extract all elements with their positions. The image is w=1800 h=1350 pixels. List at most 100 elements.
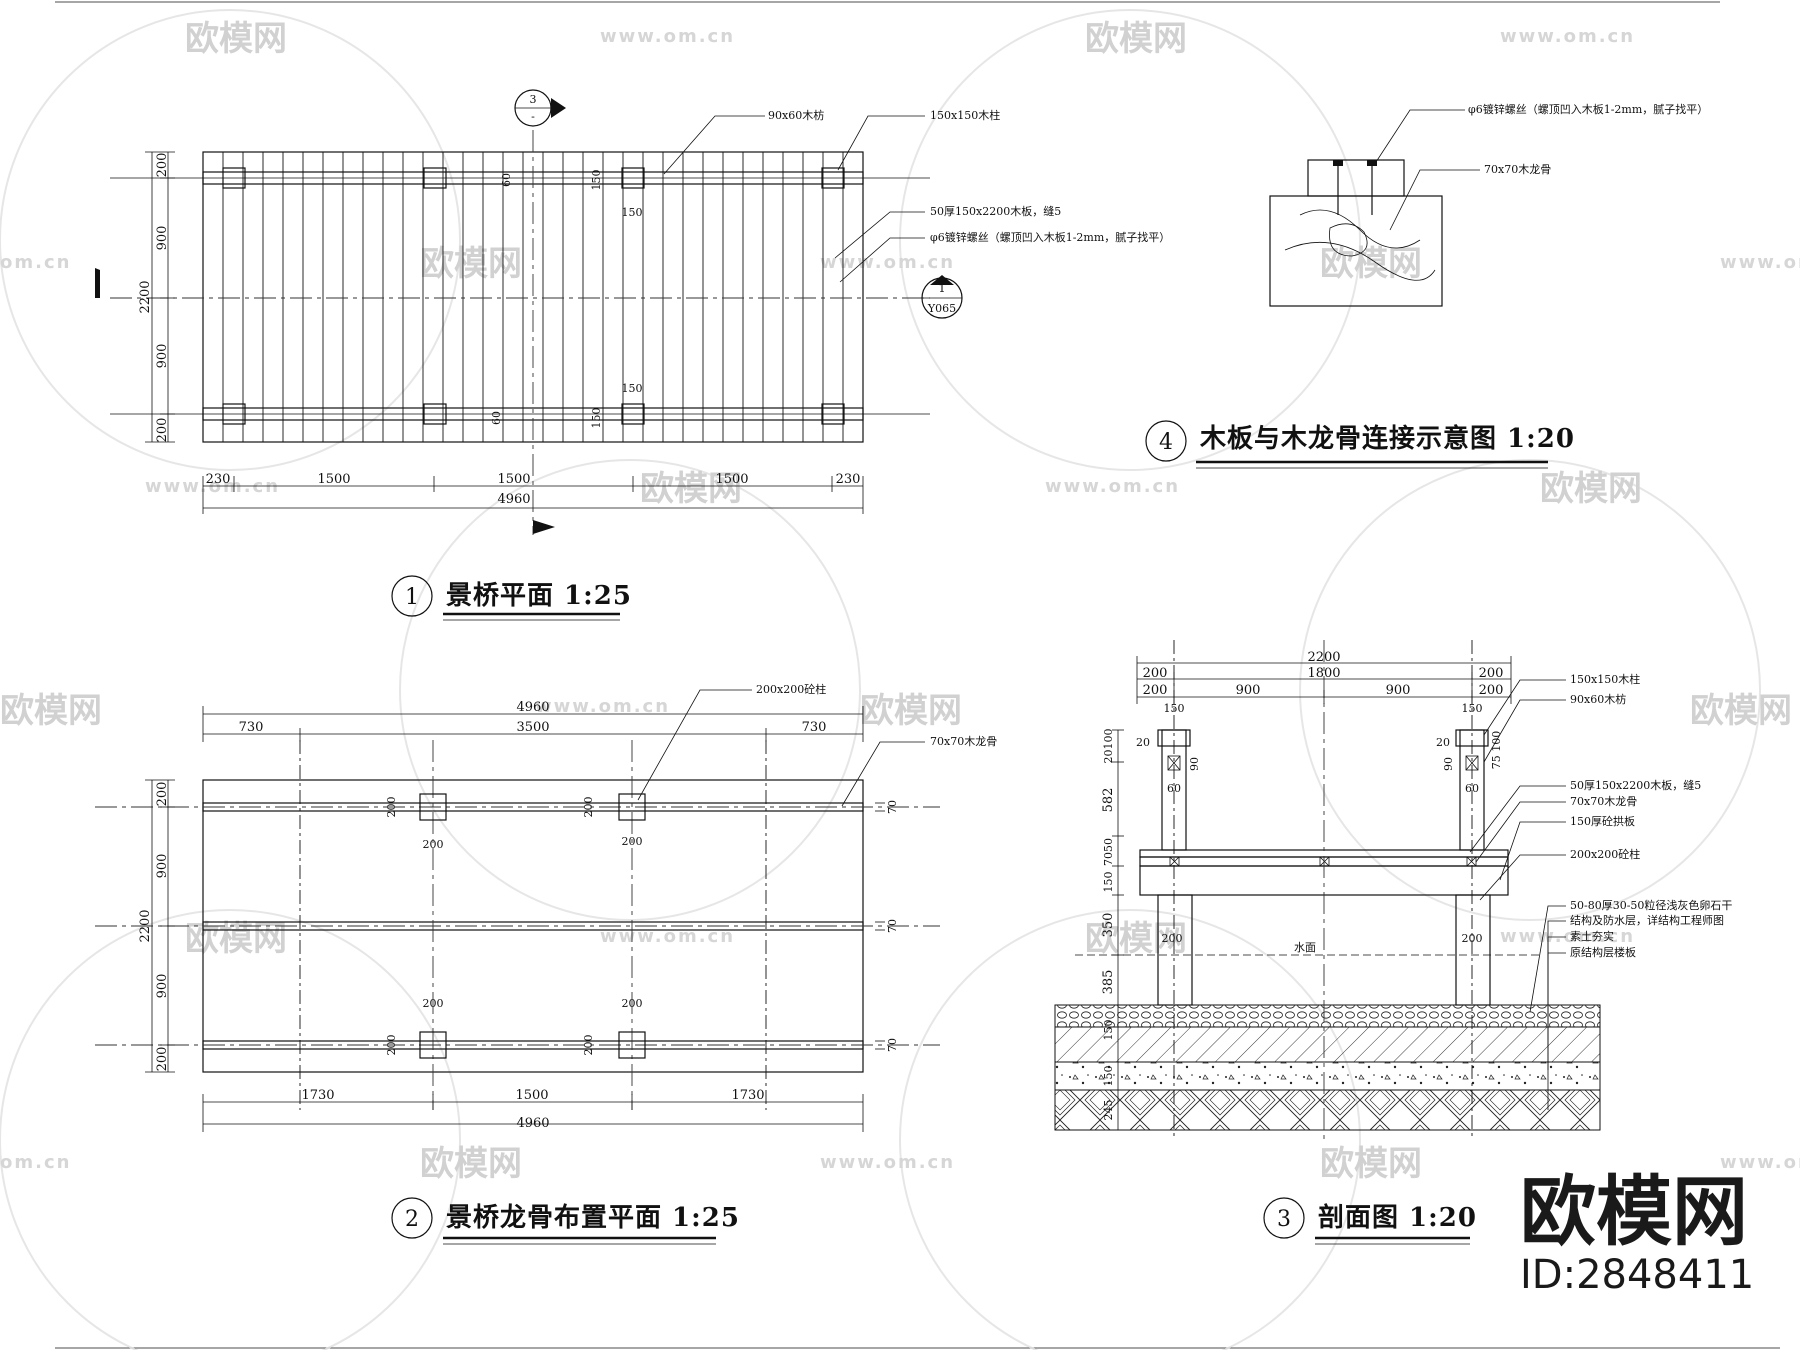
- dim-small: 60: [1167, 782, 1181, 795]
- watermark-url: www.om.cn: [820, 252, 955, 273]
- section-marker-sheet: -: [531, 110, 535, 123]
- dim-bay: 1500: [317, 472, 350, 487]
- dim-span: 1500: [515, 1088, 548, 1103]
- drawing-title: 景桥龙骨布置平面 1:25: [446, 1203, 740, 1233]
- dim-height: 900: [155, 974, 170, 999]
- dim-column: 200: [423, 838, 444, 851]
- concrete-columns: [419, 793, 646, 1059]
- watermark-brand: 欧模网: [0, 691, 102, 731]
- drawing-number: 1: [405, 585, 419, 610]
- dim-column: 200: [1462, 932, 1483, 945]
- label-keel: 70x70木龙骨: [1484, 163, 1551, 176]
- dim-post: 150: [590, 408, 603, 429]
- dim-small: 20: [1136, 736, 1150, 749]
- label-column: 200x200砼柱: [756, 682, 826, 696]
- dim-small: 20: [1436, 736, 1450, 749]
- dim-span: 3500: [516, 720, 549, 735]
- label-gravel: 50-80厚30-50粒径浅灰色卵石干: [1570, 898, 1732, 912]
- dim-overhang: 200: [1143, 666, 1168, 681]
- watermark-brand: 欧模网: [1320, 244, 1422, 284]
- dim-column: 200: [622, 835, 643, 848]
- watermark-brand: 欧模网: [1540, 469, 1642, 509]
- dim-span: 1730: [731, 1088, 764, 1103]
- watermark-brand: 欧模网: [1320, 1144, 1422, 1184]
- drawing-number: 2: [405, 1207, 419, 1232]
- watermark-url: www.om.cn: [600, 26, 735, 47]
- watermark-url: www.om.cn: [600, 926, 735, 947]
- board-keel-detail-drawing: φ6镀锌螺丝（螺顶凹入木板1-2mm，腻子找平） 70x70木龙骨 4 木板与木…: [1145, 102, 1708, 469]
- detail-marker-number: 1: [939, 282, 946, 295]
- brand-logo: 欧模网: [1520, 1167, 1748, 1256]
- dim-span: 730: [239, 720, 264, 735]
- deck-board: [1139, 849, 1509, 858]
- label-joist: 90x60木枋: [1570, 692, 1626, 706]
- dim-height: 200: [155, 418, 170, 443]
- watermark-url: www.om.cn: [1045, 476, 1180, 497]
- dim-left: 230: [206, 472, 231, 487]
- dim-height: 200: [155, 782, 170, 807]
- dim-column: 200: [622, 997, 643, 1010]
- dim-bay: 900: [1236, 683, 1261, 698]
- bridge-section-drawing: 水面 2200: [1054, 640, 1732, 1245]
- detail-marker-sheet: Y065: [927, 302, 956, 315]
- soil-layer: [1054, 1089, 1601, 1131]
- dim-inner: 1800: [1307, 666, 1340, 681]
- label-base: 原结构层楼板: [1570, 945, 1636, 959]
- label-board: 50厚150x2200木板，缝5: [930, 204, 1061, 218]
- label-post: 150x150木柱: [930, 108, 1000, 122]
- watermark-brand: 欧模网: [860, 691, 962, 731]
- dim-small: 75 100: [1490, 731, 1503, 770]
- watermark-brand: 欧模网: [420, 244, 522, 284]
- drawing-number: 4: [1159, 430, 1173, 455]
- brand-id: ID:2848411: [1520, 1252, 1754, 1298]
- dim-bay: 1500: [715, 472, 748, 487]
- concrete-layer: [1054, 1061, 1601, 1091]
- dim-vertical: 7050: [1102, 838, 1115, 866]
- watermark-url: www.om.cn: [1500, 926, 1635, 947]
- watermark-url: om.cn: [0, 1152, 71, 1173]
- label-water: 水面: [1294, 941, 1316, 954]
- dim-height-total: 2200: [138, 280, 153, 313]
- dim-total: 4960: [516, 700, 549, 715]
- posts: [222, 167, 845, 425]
- label-structure: 结构及防水层，详结构工程师图: [1570, 913, 1724, 927]
- watermark-brand: 欧模网: [1085, 919, 1187, 959]
- label-slab: 150厚砼拱板: [1570, 814, 1635, 828]
- dim-joist: 60: [490, 411, 503, 425]
- dim-right: 230: [836, 472, 861, 487]
- drawing-title: 剖面图 1:20: [1318, 1202, 1477, 1233]
- bridge-plan-drawing: 3 - 1 Y065 230 1500 1500 1500 230 4960 2…: [95, 89, 1170, 621]
- drawing-title: 景桥平面 1:25: [446, 581, 632, 611]
- dim-small: 90: [1188, 757, 1201, 771]
- label-keel: 70x70木龙骨: [1570, 795, 1637, 808]
- dim-height: 200: [155, 153, 170, 178]
- dim-height: 900: [155, 344, 170, 369]
- watermark-brand: 欧模网: [185, 919, 287, 959]
- dim-small: 60: [1465, 782, 1479, 795]
- label-screw: φ6镀锌螺丝（螺顶凹入木板1-2mm，腻子找平）: [1468, 102, 1708, 116]
- dim-joist: 60: [500, 173, 513, 187]
- column: [419, 793, 447, 821]
- dim-vertical: 582: [1101, 788, 1116, 813]
- dim-vertical: 245: [1102, 1100, 1115, 1121]
- dim-column: 200: [385, 797, 398, 818]
- dim-vertical: 385: [1101, 970, 1116, 995]
- watermark-layer: 欧模网 欧模网 www.om.cn www.om.cn 欧模网 欧模网 om.c…: [0, 9, 1800, 1350]
- deck-board: [1307, 159, 1405, 197]
- watermark-brand: 欧模网: [1690, 691, 1792, 731]
- dim-span: 730: [802, 720, 827, 735]
- dim-bay: 1500: [497, 472, 530, 487]
- column: [618, 1031, 646, 1059]
- dim-post: 150: [622, 206, 643, 219]
- watermark-url: www.om.cn: [1720, 1152, 1800, 1173]
- dim-keel: 70: [886, 800, 899, 814]
- dim-span: 1730: [301, 1088, 334, 1103]
- dim-vertical: 150: [1102, 872, 1115, 893]
- joist-layout-drawing: 4960 730 3500 730 1730 1500 1730 4960 22…: [95, 682, 997, 1245]
- label-keel: 70x70木龙骨: [930, 735, 997, 748]
- section-marker-number: 3: [530, 93, 537, 106]
- watermark-url: www.om.cn: [1720, 252, 1800, 273]
- dim-vertical: 350: [1101, 913, 1116, 938]
- watermark-url: www.om.cn: [820, 1152, 955, 1173]
